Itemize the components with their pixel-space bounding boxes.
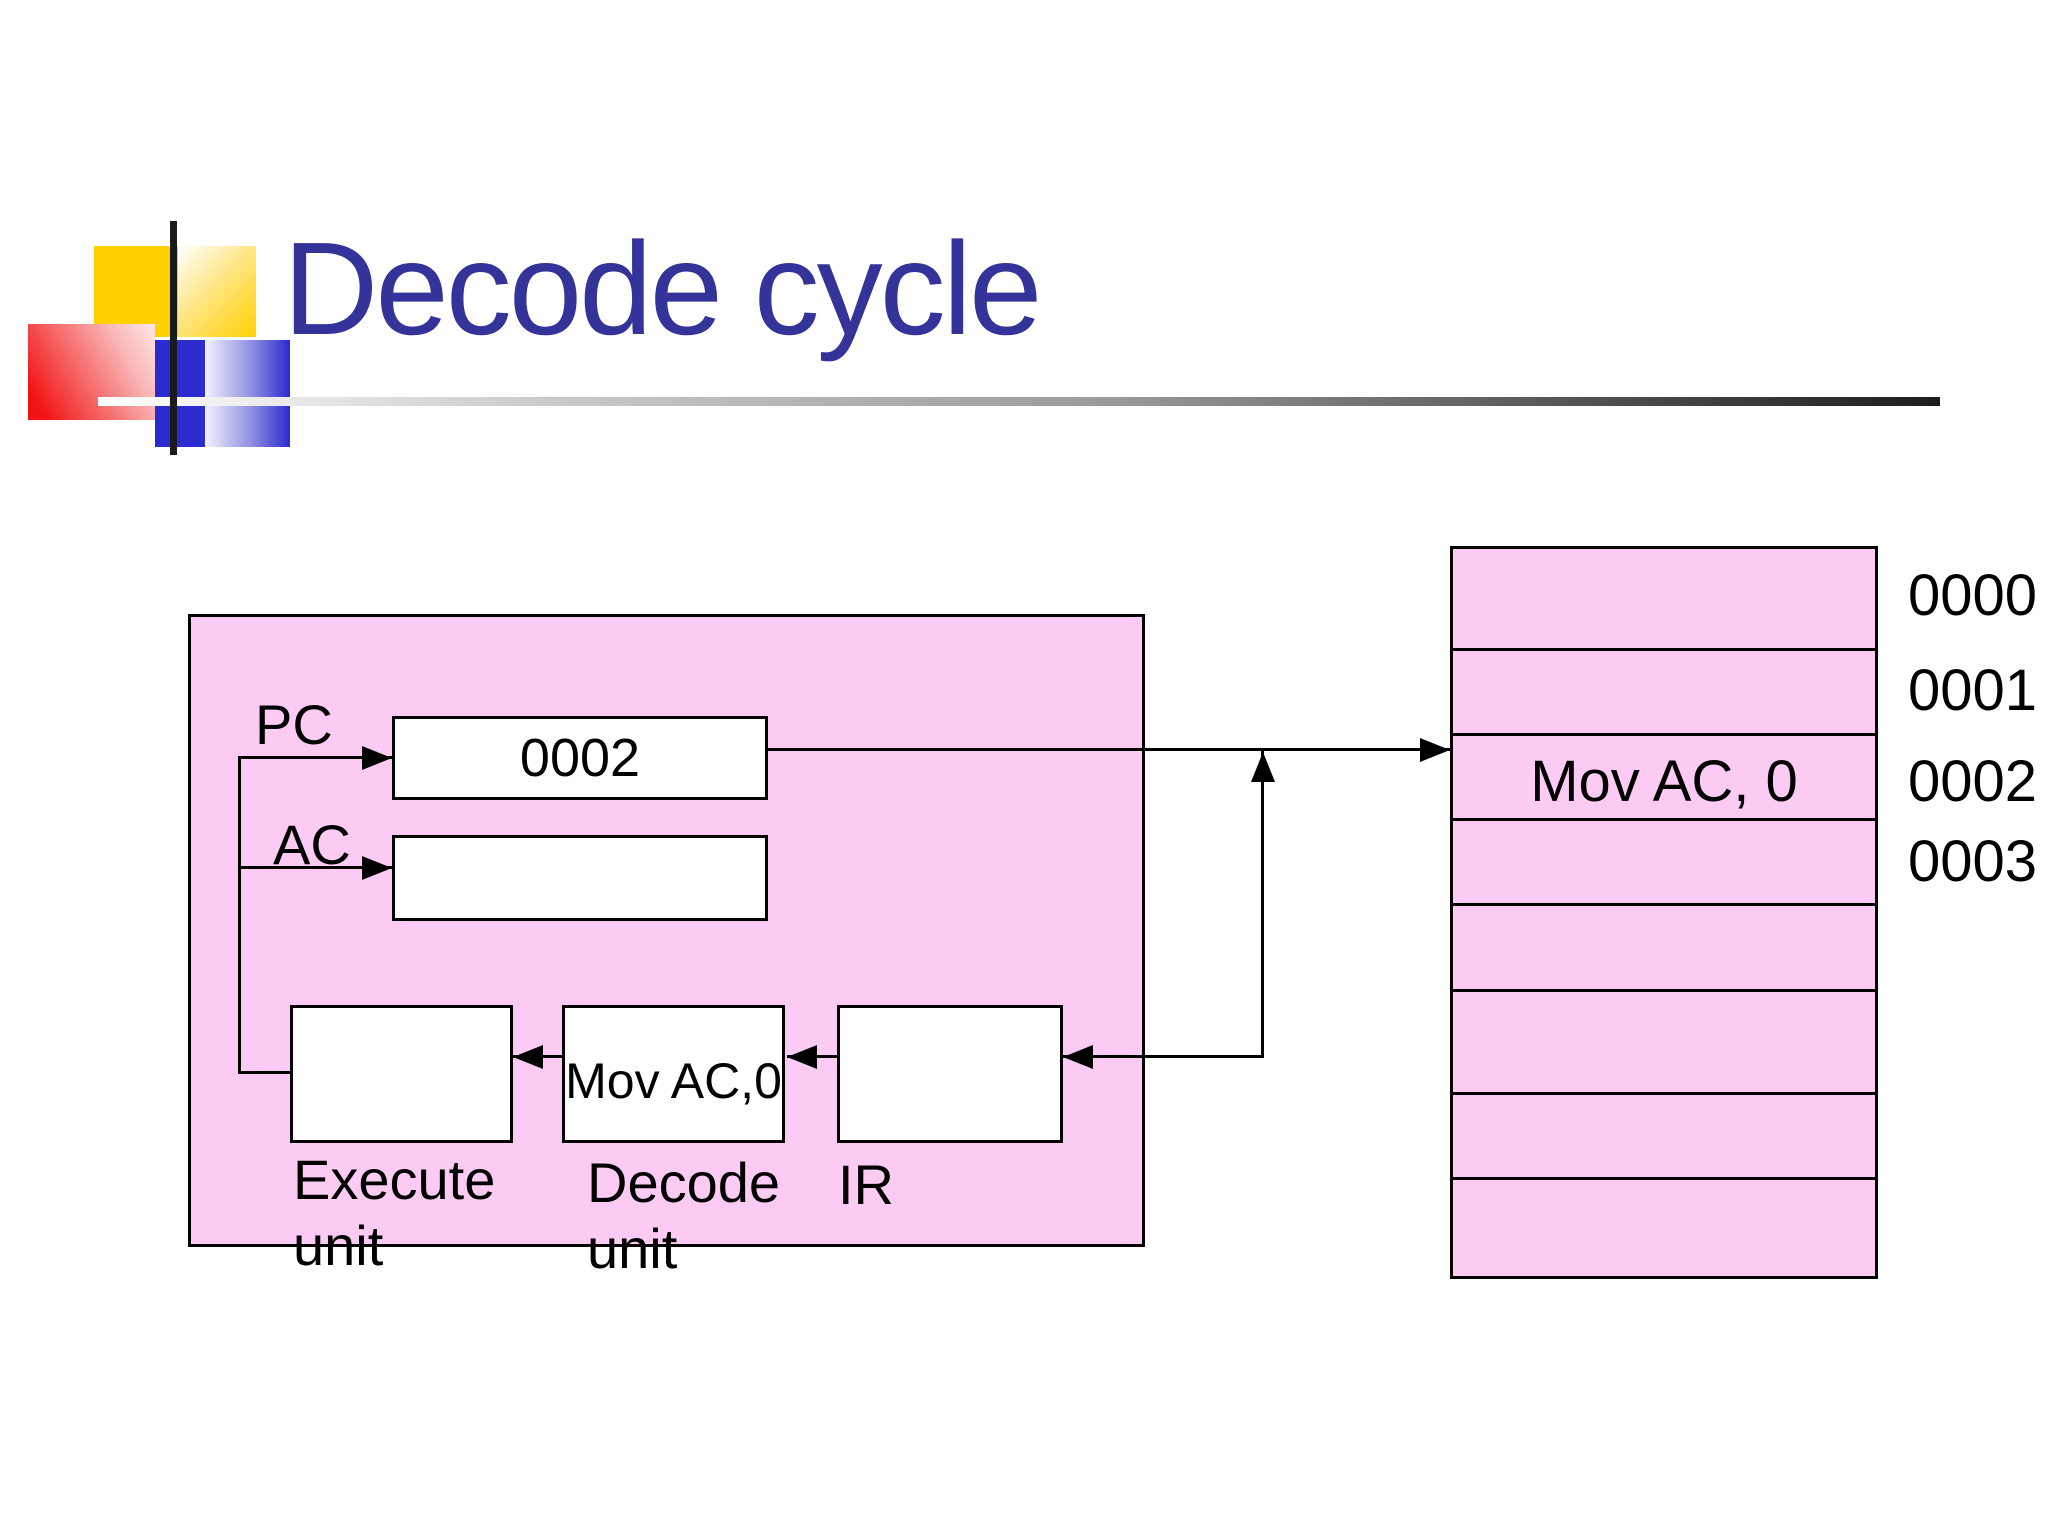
memory-address-label: 0000 xyxy=(1908,563,2038,628)
ir-register-box xyxy=(837,1005,1063,1143)
ir-register-label: IR xyxy=(838,1153,894,1216)
memory-row xyxy=(1453,821,1875,906)
bus-to-execute-line xyxy=(238,1071,292,1074)
memory-row xyxy=(1453,549,1875,651)
logo-yellow-square xyxy=(94,246,178,337)
ac-register-label: AC xyxy=(273,813,351,876)
logo-yellow-gradient-square xyxy=(178,246,256,337)
execute-unit-label: Execute unit xyxy=(293,1148,496,1277)
bus-to-ac-line xyxy=(238,866,392,869)
pc-to-memory-line xyxy=(768,748,1450,751)
branch-to-ir-line xyxy=(1063,1055,1264,1058)
logo-blue-gradient-square xyxy=(205,340,290,447)
arrowhead-up-branch-icon xyxy=(1251,752,1275,782)
memory-row xyxy=(1453,651,1875,736)
memory-branch-line xyxy=(1261,750,1264,1058)
logo-vertical-bar xyxy=(170,221,177,455)
arrowhead-into-ir-icon xyxy=(1063,1045,1093,1069)
arrowhead-into-memory-icon xyxy=(1420,738,1450,762)
memory-address-label: 0001 xyxy=(1908,658,2038,723)
arrowhead-into-execute-icon xyxy=(513,1045,543,1069)
arrowhead-into-decode-icon xyxy=(787,1045,817,1069)
execute-unit-box xyxy=(290,1005,513,1143)
memory-row xyxy=(1453,1095,1875,1180)
pc-register-label: PC xyxy=(255,693,333,756)
decode-unit-box: Mov AC,0 xyxy=(562,1005,785,1143)
pc-register-box: 0002 xyxy=(392,716,768,800)
cpu-bus-line xyxy=(238,757,241,1074)
memory-row xyxy=(1453,1180,1875,1276)
arrowhead-into-ac-icon xyxy=(362,856,392,880)
arrowhead-into-pc-icon xyxy=(362,746,392,770)
title-divider-rule xyxy=(98,397,1940,406)
ac-register-box xyxy=(392,835,768,921)
memory-row xyxy=(1453,906,1875,992)
logo-blue-square xyxy=(155,340,205,447)
memory-address-label: 0003 xyxy=(1908,829,2038,894)
decode-unit-value: Mov AC,0 xyxy=(565,1053,782,1109)
page-title: Decode cycle xyxy=(283,215,1042,362)
memory-table: Mov AC, 0 xyxy=(1450,546,1878,1279)
decode-unit-label: Decode unit xyxy=(587,1151,781,1280)
memory-address-label: 0002 xyxy=(1908,749,2038,814)
memory-row xyxy=(1453,992,1875,1095)
memory-row: Mov AC, 0 xyxy=(1453,736,1875,821)
memory-cell-value: Mov AC, 0 xyxy=(1530,748,1798,814)
pc-register-value: 0002 xyxy=(519,728,641,788)
bus-to-pc-line xyxy=(238,756,392,759)
